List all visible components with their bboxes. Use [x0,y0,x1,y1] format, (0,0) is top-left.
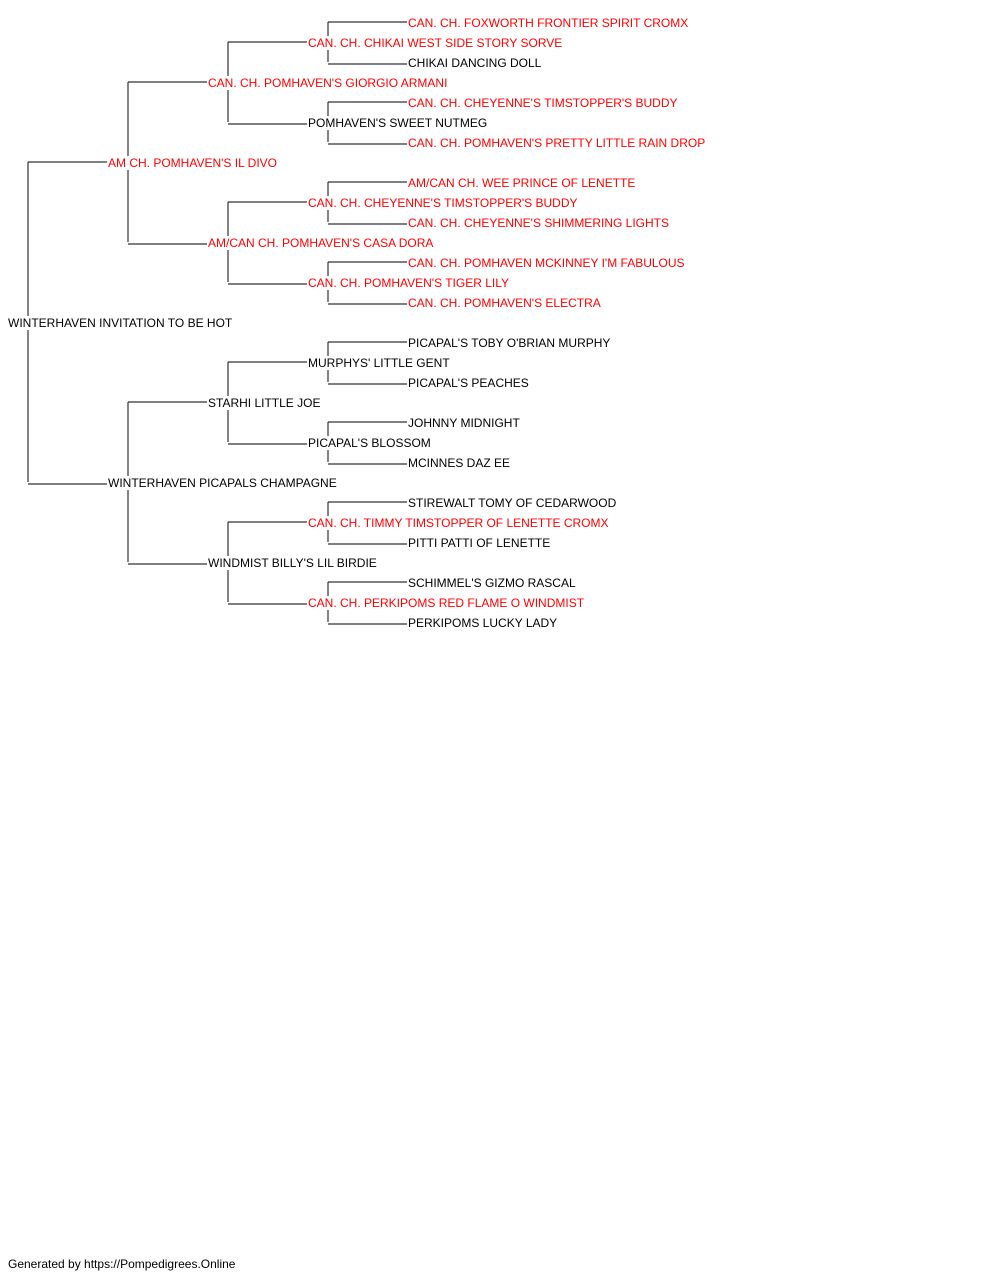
pedigree-node-gen3: CAN. CH. CHEYENNE'S TIMSTOPPER'S BUDDY [307,196,579,210]
pedigree-node-gen4: PICAPAL'S TOBY O'BRIAN MURPHY [407,336,612,350]
generated-by-footer: Generated by https://Pompedigrees.Online [8,1257,236,1271]
pedigree-node-gen4: CAN. CH. POMHAVEN MCKINNEY I'M FABULOUS [407,256,686,270]
pedigree-node-gen4: MCINNES DAZ EE [407,456,512,470]
pedigree-node-gen4: JOHNNY MIDNIGHT [407,416,521,430]
pedigree-node-gen4: CAN. CH. CHEYENNE'S SHIMMERING LIGHTS [407,216,670,230]
pedigree-node-gen4: CHIKAI DANCING DOLL [407,56,543,70]
pedigree-node-gen2: WINDMIST BILLY'S LIL BIRDIE [207,556,378,570]
pedigree-node-gen2: CAN. CH. POMHAVEN'S GIORGIO ARMANI [207,76,449,90]
pedigree-node-gen4: SCHIMMEL'S GIZMO RASCAL [407,576,577,590]
pedigree-node-gen1: AM CH. POMHAVEN'S IL DIVO [107,156,278,170]
pedigree-node-gen4: CAN. CH. POMHAVEN'S ELECTRA [407,296,602,310]
pedigree-node-gen4: PERKIPOMS LUCKY LADY [407,616,559,630]
pedigree-node-gen0: WINTERHAVEN INVITATION TO BE HOT [7,316,234,330]
pedigree-node-gen4: AM/CAN CH. WEE PRINCE OF LENETTE [407,176,637,190]
pedigree-node-gen4: PICAPAL'S PEACHES [407,376,530,390]
pedigree-node-gen3: MURPHYS' LITTLE GENT [307,356,451,370]
pedigree-node-gen3: CAN. CH. POMHAVEN'S TIGER LILY [307,276,510,290]
pedigree-node-gen3: CAN. CH. CHIKAI WEST SIDE STORY SORVE [307,36,564,50]
pedigree-node-gen3: PICAPAL'S BLOSSOM [307,436,432,450]
pedigree-node-gen4: CAN. CH. CHEYENNE'S TIMSTOPPER'S BUDDY [407,96,679,110]
pedigree-node-gen4: CAN. CH. FOXWORTH FRONTIER SPIRIT CROMX [407,16,690,30]
pedigree-node-gen3: CAN. CH. TIMMY TIMSTOPPER OF LENETTE CRO… [307,516,610,530]
pedigree-node-gen3: CAN. CH. PERKIPOMS RED FLAME O WINDMIST [307,596,586,610]
pedigree-node-gen4: CAN. CH. POMHAVEN'S PRETTY LITTLE RAIN D… [407,136,707,150]
pedigree-node-gen3: POMHAVEN'S SWEET NUTMEG [307,116,489,130]
pedigree-node-gen1: WINTERHAVEN PICAPALS CHAMPAGNE [107,476,338,490]
pedigree-node-gen2: STARHI LITTLE JOE [207,396,322,410]
pedigree-node-gen4: PITTI PATTI OF LENETTE [407,536,552,550]
pedigree-node-gen4: STIREWALT TOMY OF CEDARWOOD [407,496,618,510]
pedigree-node-gen2: AM/CAN CH. POMHAVEN'S CASA DORA [207,236,435,250]
